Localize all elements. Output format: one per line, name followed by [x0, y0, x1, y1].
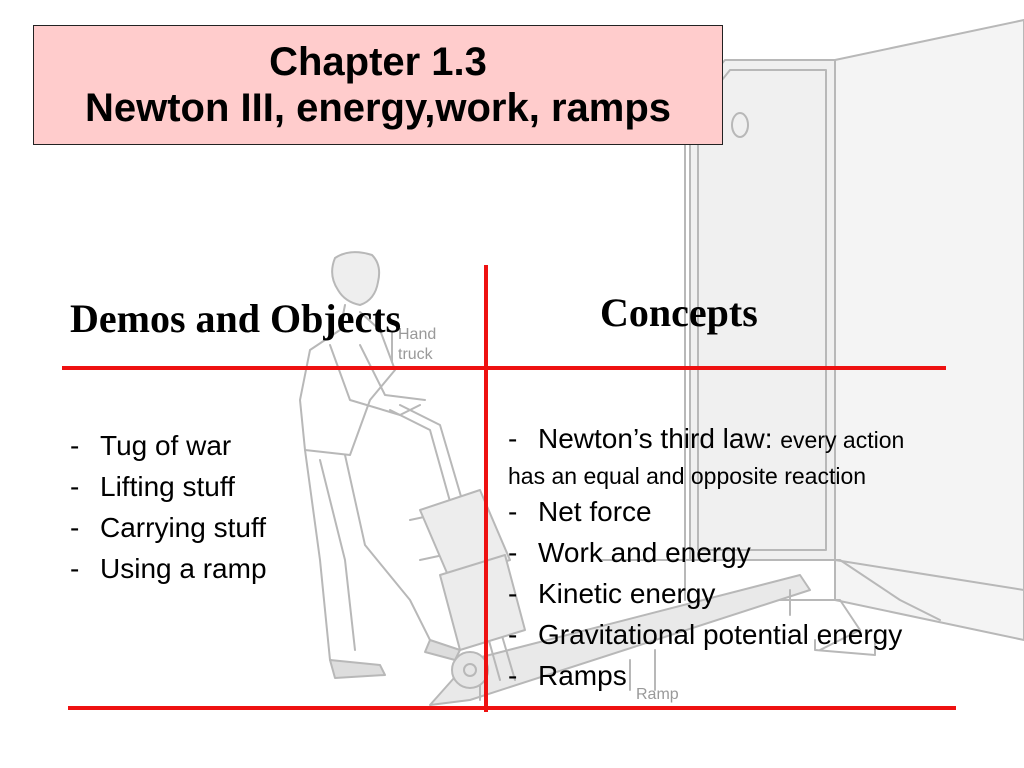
list-item: -Tug of war [70, 430, 232, 461]
demos-heading: Demos and Objects [70, 296, 402, 341]
concepts-heading: Concepts [600, 290, 758, 335]
list-item: -Net force [508, 496, 652, 527]
header-divider [62, 366, 946, 370]
title-line-2: Newton III, energy,work, ramps [84, 86, 672, 130]
ramp-label: Ramp [636, 686, 679, 703]
title-line-1: Chapter 1.3 [269, 40, 487, 84]
list-item: -Ramps [508, 660, 627, 691]
list-item: -Lifting stuff [70, 471, 235, 502]
vertical-divider [484, 265, 488, 712]
newton-desc-2: has an equal and opposite reaction [508, 463, 867, 489]
list-item: -Kinetic energy [508, 578, 716, 609]
demos-list: -Tug of war -Lifting stuff -Carrying stu… [70, 425, 267, 589]
list-item: -Using a ramp [70, 553, 267, 584]
truck-label: truck [398, 346, 433, 363]
bottom-divider [68, 706, 956, 710]
title-box: Chapter 1.3 Newton III, energy,work, ram… [33, 25, 723, 145]
list-item: -Work and energy [508, 537, 751, 568]
hand-label: Hand [398, 326, 437, 343]
list-item-newton: -Newton’s third law: every action [508, 423, 905, 454]
list-item: -Gravitational potential energy [508, 619, 903, 650]
newton-label: Newton’s third law: [538, 423, 773, 454]
newton-desc-1: every action [780, 427, 905, 453]
list-item: -Carrying stuff [70, 512, 266, 543]
concepts-list: -Newton’s third law: every action has an… [508, 418, 904, 696]
